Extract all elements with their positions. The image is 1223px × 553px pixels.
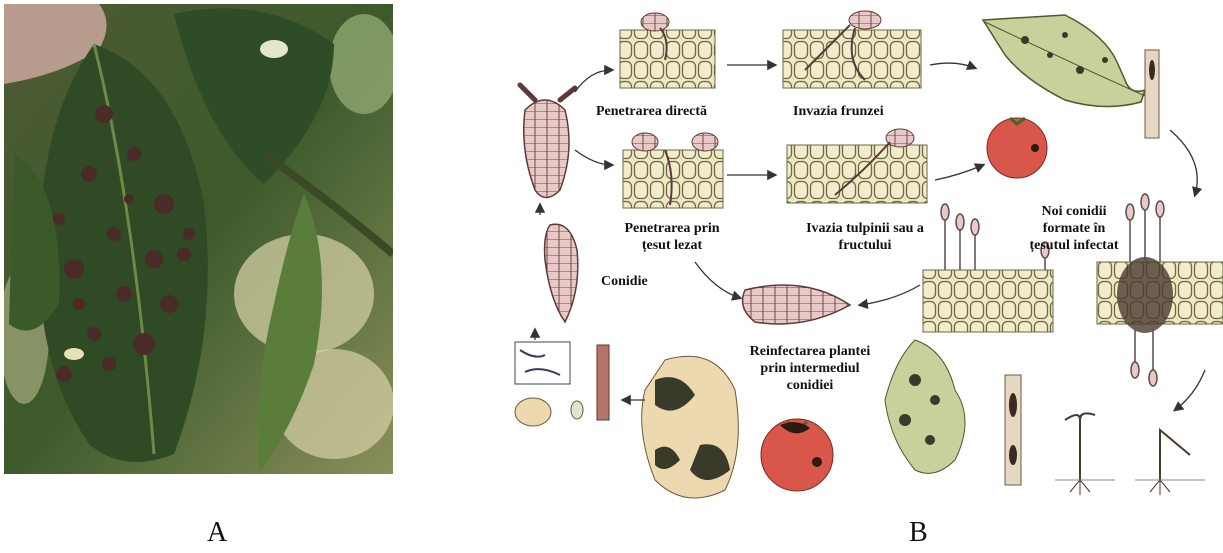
- label-reinfection: Reinfectarea plantei prin intermediul co…: [730, 343, 890, 394]
- label-conidium: Conidie: [601, 273, 648, 290]
- label-stem-fruit-invasion-line2: fructului: [765, 237, 965, 254]
- infected-tomato-top: [987, 118, 1047, 178]
- infected-leaf: [983, 15, 1145, 107]
- germinating-conidium: [520, 85, 575, 198]
- disease-cycle-diagram: [505, 0, 1223, 520]
- label-wound-penetration: Penetrarea prin țesut lezat: [612, 220, 732, 254]
- label-direct-penetration: Penetrarea directă: [596, 103, 707, 120]
- label-wound-penetration-line1: Penetrarea prin: [612, 220, 732, 237]
- label-new-conidia-line2: formate în: [1004, 220, 1144, 237]
- infected-stem-top: [1145, 50, 1159, 138]
- panel-letter-a: A: [207, 517, 227, 549]
- tissue-stem-fruit-invasion: [787, 129, 927, 203]
- infected-potato: [642, 356, 739, 498]
- tissue-wound-penetration: [623, 133, 723, 208]
- small-tuber-and-spores: [515, 342, 609, 426]
- label-leaf-invasion: Invazia frunzei: [793, 103, 884, 120]
- label-stem-fruit-invasion: Ivazia tulpinii sau a fructului: [765, 220, 965, 254]
- tissue-leaf-invasion: [783, 11, 921, 88]
- infected-stem-bottom: [1005, 375, 1021, 485]
- label-wound-penetration-line2: țesut lezat: [612, 237, 732, 254]
- infected-tomato-bottom: [761, 419, 833, 491]
- tissue-direct-penetration: [620, 13, 715, 88]
- infected-seedlings: [1055, 413, 1205, 495]
- label-new-conidia: Noi conidii formate în țesutul infectat: [1004, 203, 1144, 254]
- label-reinfection-line2: prin intermediul: [730, 360, 890, 377]
- reinfection-conidium: [743, 285, 850, 324]
- panel-letter-b: B: [909, 517, 928, 549]
- infected-leaf-bottom: [885, 340, 965, 473]
- label-new-conidia-line3: țesutul infectat: [1004, 237, 1144, 254]
- label-new-conidia-line1: Noi conidii: [1004, 203, 1144, 220]
- conidium: [545, 224, 578, 322]
- infected-leaf-photo: [4, 4, 393, 474]
- label-reinfection-line1: Reinfectarea plantei: [730, 343, 890, 360]
- label-reinfection-line3: conidiei: [730, 377, 890, 394]
- label-stem-fruit-invasion-line1: Ivazia tulpinii sau a: [765, 220, 965, 237]
